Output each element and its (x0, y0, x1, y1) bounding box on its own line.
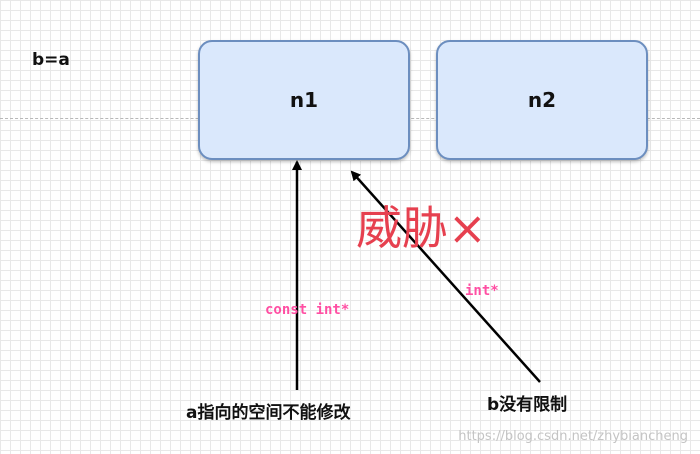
assignment-label: b=a (32, 50, 70, 70)
edge-b-type-label: int* (465, 283, 499, 299)
node-n2: n2 (436, 40, 648, 160)
node-n2-label: n2 (527, 88, 557, 112)
node-n1-label: n1 (289, 88, 319, 112)
source-b-label: b没有限制 (487, 395, 568, 415)
edge-b-to-n1 (350, 170, 541, 383)
watermark: https://blog.csdn.net/zhybiancheng (458, 429, 688, 444)
edge-a-type-label: const int* (265, 302, 350, 318)
node-n1: n1 (198, 40, 410, 160)
threat-label: 威胁× (356, 201, 487, 255)
source-a-label: a指向的空间不能修改 (186, 403, 351, 423)
